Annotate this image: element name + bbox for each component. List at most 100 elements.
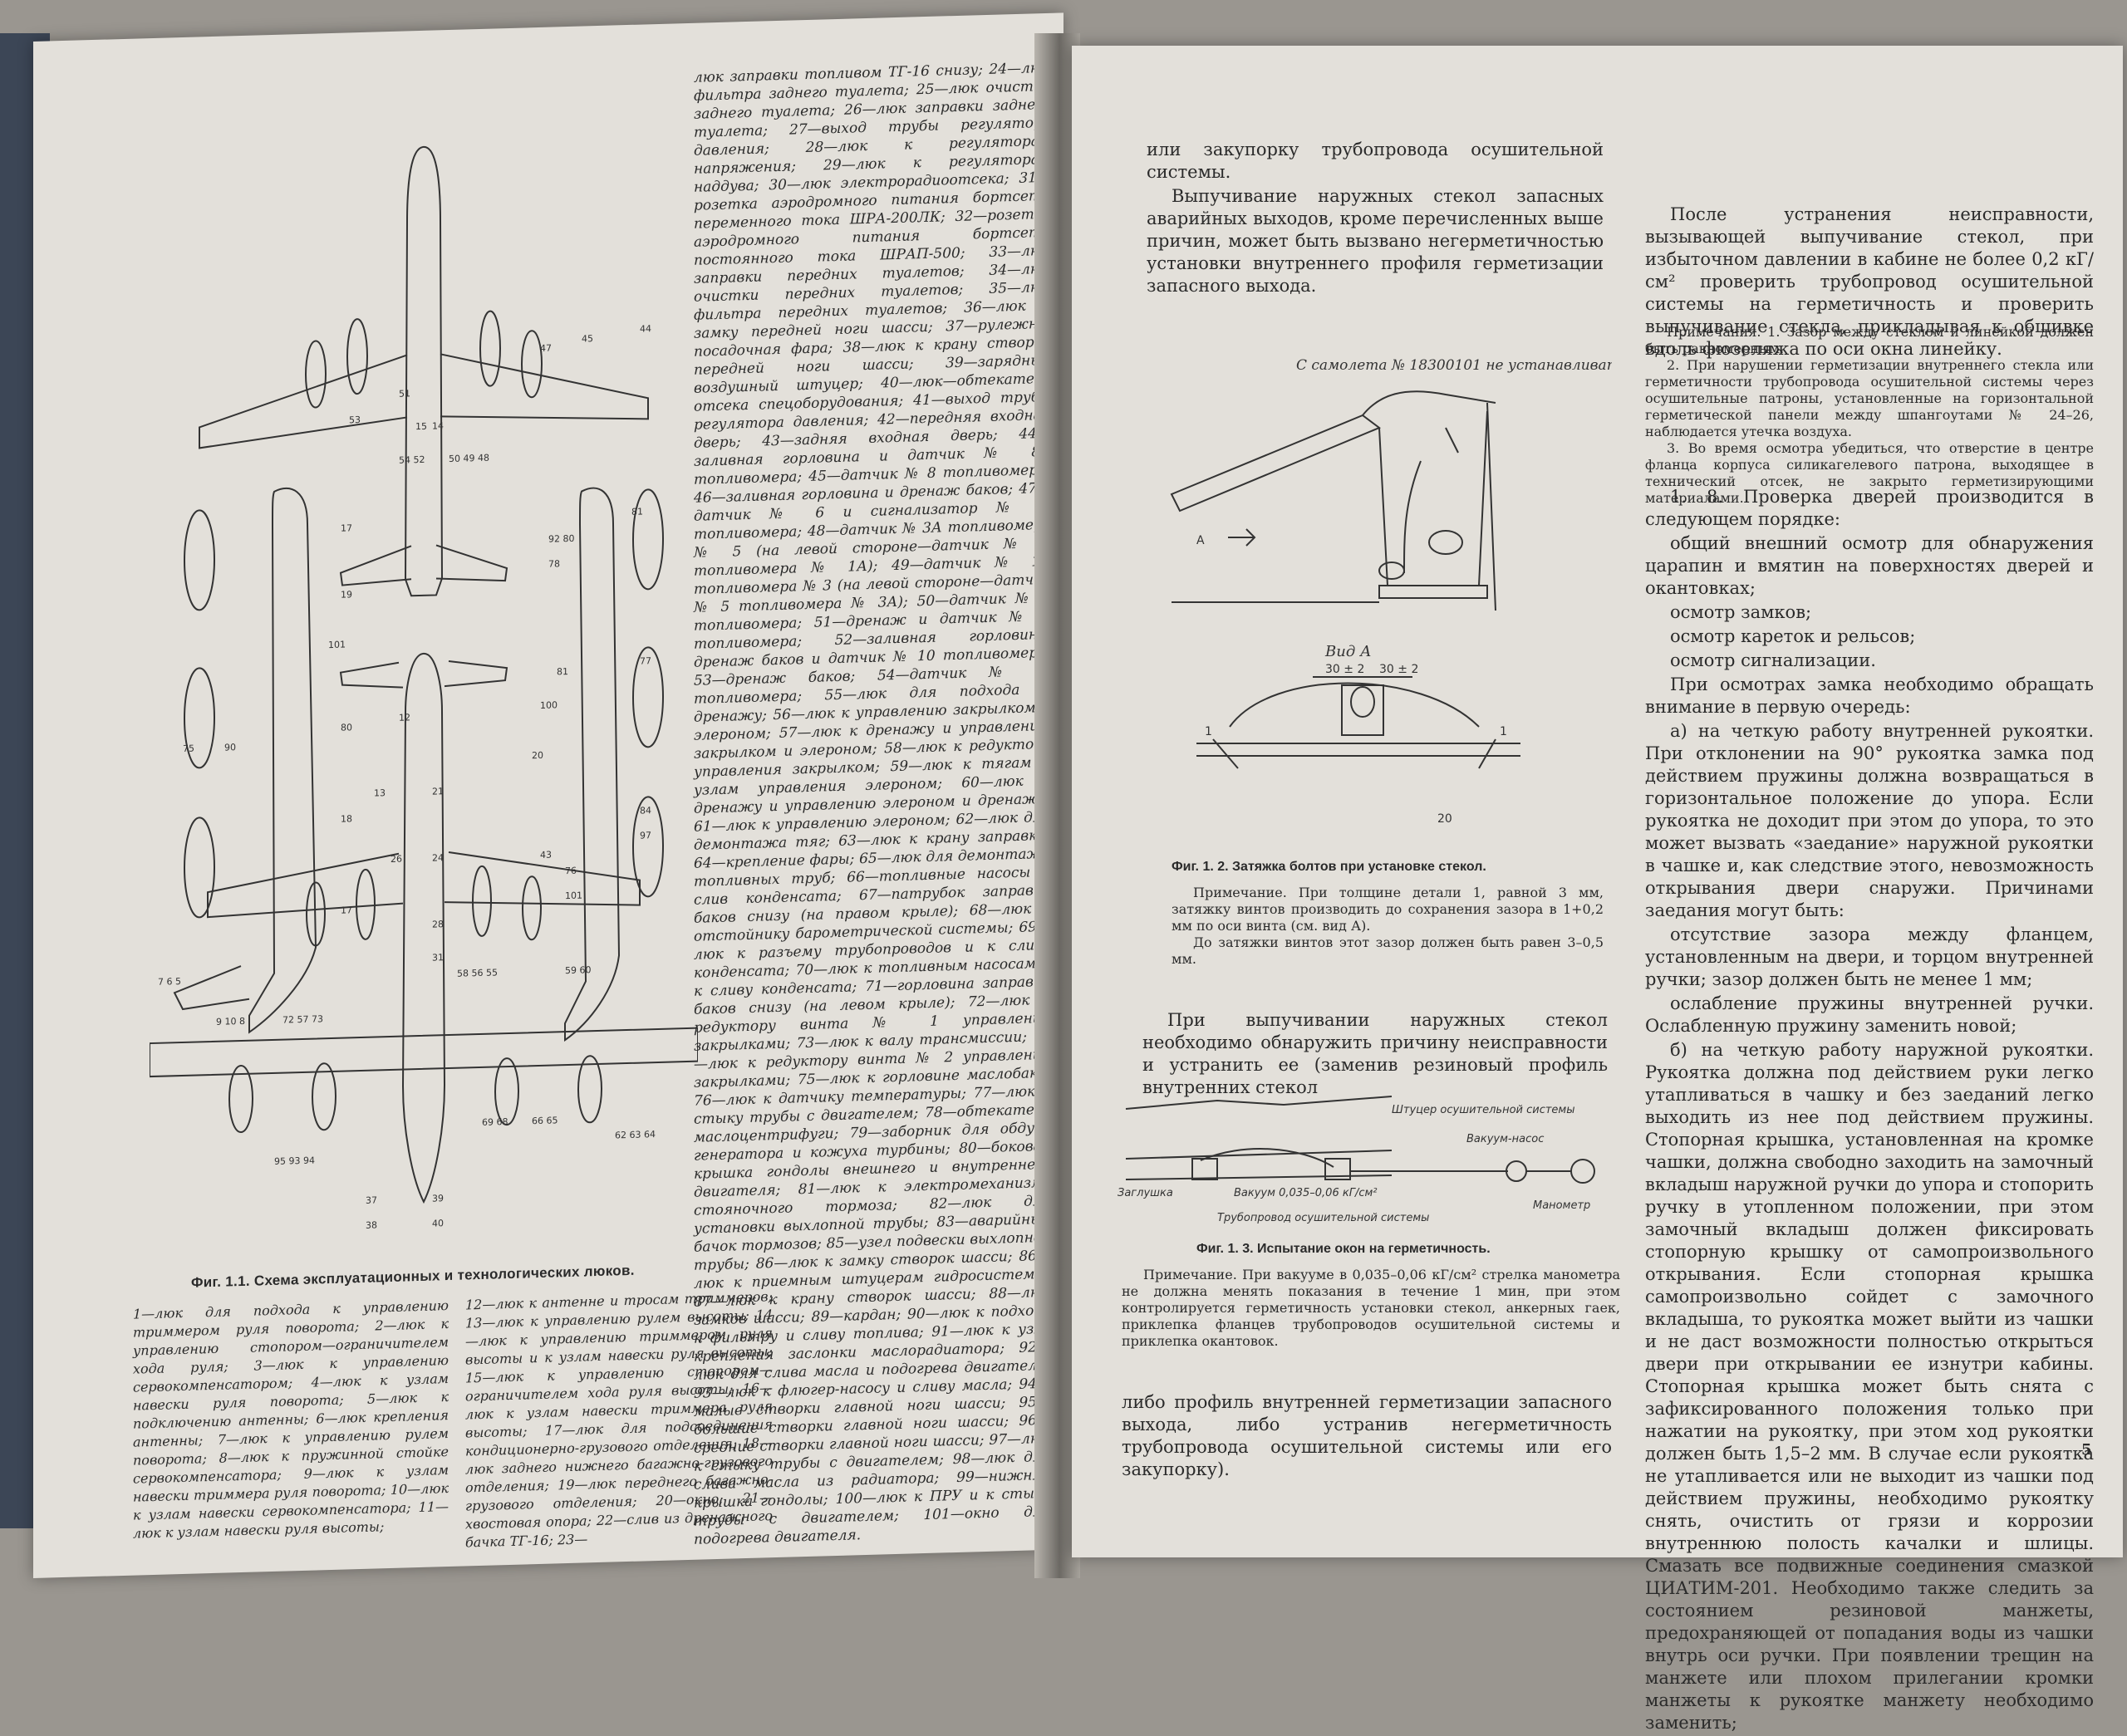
paragraph-signaling: осмотр сигнализации.	[1670, 650, 1876, 670]
svg-text:13: 13	[374, 787, 386, 798]
svg-text:12: 12	[399, 712, 410, 723]
svg-text:43: 43	[540, 850, 552, 861]
svg-text:66 65: 66 65	[532, 1115, 558, 1126]
leak-test-svg: Штуцер осушительной системы Вакуум-насос…	[1118, 1096, 1595, 1224]
svg-text:97: 97	[640, 830, 651, 841]
svg-text:26: 26	[391, 854, 402, 865]
fig13-fitting-label: Штуцер осушительной системы	[1392, 1104, 1575, 1116]
fig13-manometer-label: Манометр	[1533, 1199, 1590, 1212]
svg-text:20: 20	[532, 750, 543, 761]
svg-text:17: 17	[341, 522, 352, 533]
figure-1-1-legend-continued: люк заправки топливом ТГ-16 снизу; 24—лю…	[694, 59, 1051, 1548]
fig12-view-label: Вид А	[1324, 643, 1372, 660]
svg-text:76: 76	[565, 866, 577, 876]
figure-1-2-window-bolts: С самолета № 18300101 не устанавливать А…	[1130, 336, 1628, 851]
svg-text:59 60: 59 60	[565, 964, 591, 976]
svg-text:101: 101	[565, 890, 582, 902]
note-3: 3. Во время осмотра убедиться, что отвер…	[1645, 440, 2094, 506]
svg-text:58 56 55: 58 56 55	[457, 967, 498, 978]
fig13-note: Примечание. При вакууме в 0,035–0,06 кГ/…	[1122, 1267, 1620, 1349]
svg-text:69 68: 69 68	[482, 1116, 508, 1128]
svg-text:30 ± 2: 30 ± 2	[1325, 663, 1364, 676]
svg-text:18: 18	[341, 813, 352, 824]
svg-text:9 10 8: 9 10 8	[216, 1016, 245, 1027]
figure-1-3-note: Примечание. При вакууме в 0,035–0,06 кГ/…	[1122, 1267, 1620, 1350]
svg-text:1: 1	[1500, 725, 1507, 738]
svg-text:92 80: 92 80	[548, 533, 574, 545]
figure-1-1-legend-col1: 1—люк для подхода к управлению триммером…	[133, 1297, 449, 1542]
fig12-note-gap: До затяжки винтов этот зазор должен быть…	[1172, 934, 1604, 967]
svg-text:31: 31	[432, 952, 444, 963]
paragraph-inner-handle: а) на четкую работу внутренней рукоятки.…	[1645, 721, 2094, 920]
svg-text:38: 38	[366, 1219, 377, 1230]
paragraph-replace-profile: При выпучивании наружных стекол необходи…	[1142, 1009, 1608, 1101]
svg-text:81: 81	[631, 506, 643, 517]
svg-text:А: А	[1196, 534, 1205, 547]
paragraph-after-fix: После устранения неисправности, вызывающ…	[1645, 204, 2094, 359]
svg-text:15: 15	[415, 421, 427, 432]
figure-1-3-caption: Фиг. 1. 3. Испытание окон на герметичнос…	[1196, 1242, 1491, 1256]
right-col2: После устранения неисправности, вызывающ…	[1645, 204, 2094, 362]
svg-text:75: 75	[183, 743, 194, 754]
paragraph-lock-attention: При осмотрах замка необходимо обращать в…	[1645, 674, 2094, 717]
svg-text:24: 24	[432, 852, 444, 863]
svg-text:19: 19	[341, 589, 352, 600]
svg-text:17: 17	[341, 905, 352, 915]
paragraph-bulging-causes: Выпучивание наружных стекол запасных ава…	[1147, 186, 1604, 296]
figure-1-1-caption: Фиг. 1.1. Схема эксплуатационных и техно…	[191, 1262, 635, 1291]
paragraph-gap: отсутствие зазора между фланцем, установ…	[1645, 924, 2094, 989]
svg-text:81: 81	[557, 666, 568, 677]
paragraph-visual-inspection: общий внешний осмотр для обнаружения цар…	[1645, 533, 2094, 598]
right-col1-top: или закупорку трубопровода осушительной …	[1147, 139, 1604, 299]
svg-text:53: 53	[349, 414, 361, 425]
paragraph-spring: ослабление пружины внутренней ручки. Осл…	[1645, 993, 2094, 1036]
paragraph-locks: осмотр замков;	[1670, 602, 1812, 622]
svg-text:95 93 94: 95 93 94	[274, 1155, 315, 1167]
aircraft-hatches-svg: 15 14 53 51 47 45 44 54 52 50 49 48 17 19 101 8…	[149, 145, 699, 1231]
svg-text:90: 90	[224, 742, 236, 753]
right-page: или закупорку трубопровода осушительной …	[1072, 46, 2123, 1733]
svg-text:50 49 48: 50 49 48	[449, 453, 489, 464]
note-1: Примечания. 1. Зазор между стеклом и лин…	[1645, 324, 2094, 356]
svg-text:20: 20	[1437, 812, 1452, 826]
paragraph-or-profile: либо профиль внутренней герметизации зап…	[1122, 1391, 1612, 1483]
paragraph-detect-cause: При выпучивании наружных стекол необходи…	[1142, 1010, 1608, 1097]
svg-text:39: 39	[432, 1193, 444, 1204]
svg-text:21: 21	[432, 786, 444, 797]
svg-text:14: 14	[432, 420, 444, 431]
svg-text:101: 101	[328, 639, 346, 650]
svg-text:80: 80	[341, 722, 352, 733]
paragraph-sealing: либо профиль внутренней герметизации зап…	[1122, 1392, 1612, 1479]
svg-text:100: 100	[540, 699, 558, 711]
figure-1-3-leak-test: Штуцер осушительной системы Вакуум-насос…	[1118, 1084, 1624, 1242]
svg-text:78: 78	[548, 558, 560, 569]
fig13-plug-label: Заглушка	[1118, 1187, 1173, 1199]
window-bolts-svg: С самолета № 18300101 не устанавливать А…	[1170, 357, 1628, 826]
svg-text:77: 77	[640, 655, 651, 666]
paragraph-outer-handle: б) на четкую работу наружной рукоятки. Р…	[1645, 1040, 2094, 1733]
fig12-handwritten-note: С самолета № 18300101 не устанавливать	[1296, 357, 1612, 374]
figure-1-2-caption: Фиг. 1. 2. Затяжка болтов при установке …	[1172, 860, 1486, 874]
svg-text:28: 28	[432, 919, 444, 929]
fig12-note-main: Примечание. При толщине детали 1, равной…	[1172, 885, 1604, 934]
svg-text:62 63 64: 62 63 64	[615, 1129, 656, 1140]
svg-text:1: 1	[1205, 725, 1212, 738]
svg-text:30 ± 2: 30 ± 2	[1379, 663, 1418, 676]
svg-text:7 6 5: 7 6 5	[158, 976, 181, 988]
fig13-pipe-label: Трубопровод осушительной системы	[1217, 1212, 1429, 1224]
note-2: 2. При нарушении герметизации внутреннег…	[1645, 357, 2094, 439]
figure-1-1-hatches-diagram: 15 14 53 51 47 45 44 54 52 50 49 48 17 19 101 8…	[149, 123, 699, 1268]
paragraph-door-check: 1. 8. Проверка дверей производится в сле…	[1645, 487, 2094, 529]
svg-text:72 57 73: 72 57 73	[282, 1013, 323, 1025]
svg-text:44: 44	[640, 323, 651, 334]
svg-text:51: 51	[399, 388, 410, 399]
svg-text:37: 37	[366, 1194, 377, 1205]
left-page: 15 14 53 51 47 45 44 54 52 50 49 48 17 19 101 8…	[33, 12, 1064, 1579]
svg-text:54 52: 54 52	[399, 454, 425, 466]
page-number: 5	[2081, 1441, 2092, 1459]
right-col2-notes: Примечания. 1. Зазор между стеклом и лин…	[1645, 324, 2094, 507]
fig13-vacuum-label: Вакуум 0,035–0,06 кГ/см²	[1234, 1187, 1378, 1199]
svg-text:47: 47	[540, 343, 552, 354]
svg-text:45: 45	[582, 333, 593, 344]
figure-1-2-note: Примечание. При толщине детали 1, равной…	[1172, 885, 1604, 968]
